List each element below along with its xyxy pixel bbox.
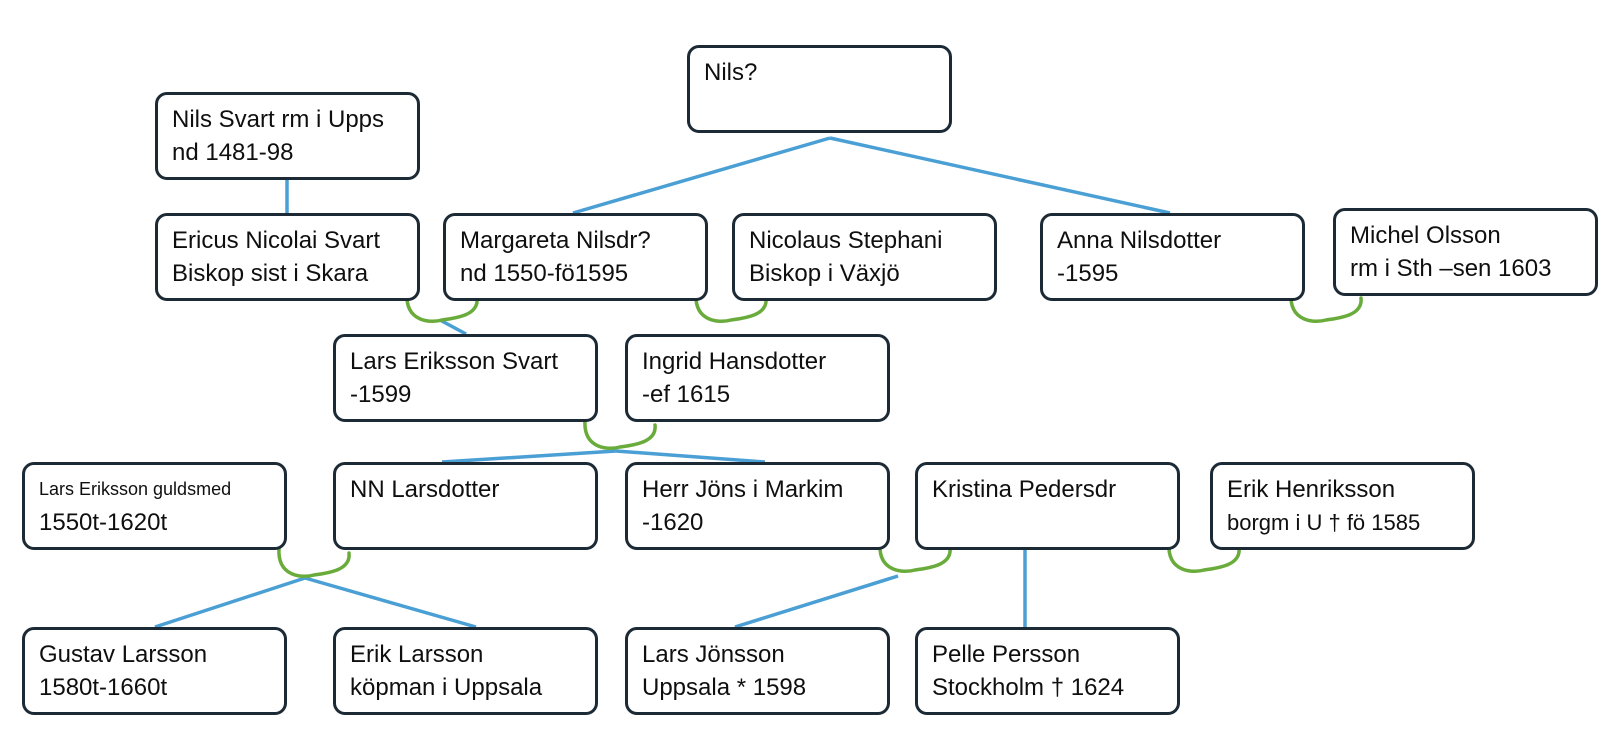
marriage-link-margareta-nicolaus <box>694 291 768 324</box>
person-detail: -ef 1615 <box>642 381 731 408</box>
person-detail: Uppsala * 1598 <box>642 674 807 701</box>
descent-line-nils-margareta <box>572 136 831 215</box>
person-box-margareta[interactable]: Margareta Nilsdr? nd 1550-fö1595 <box>443 213 708 301</box>
person-name: Herr Jöns i Markim <box>642 476 844 503</box>
person-name: Lars Eriksson guldsmed <box>39 479 232 499</box>
person-box-gustav[interactable]: Gustav Larsson 1580t-1660t <box>22 627 287 715</box>
person-box-lars-svart[interactable]: Lars Eriksson Svart -1599 <box>333 334 598 422</box>
person-box-ingrid[interactable]: Ingrid Hansdotter -ef 1615 <box>625 334 890 422</box>
person-name: Nils Svart rm i Upps <box>172 106 385 133</box>
person-detail: 1550t-1620t <box>39 509 168 536</box>
person-detail: -1595 <box>1057 260 1119 287</box>
person-detail: 1580t-1660t <box>39 674 168 701</box>
person-box-anna[interactable]: Anna Nilsdotter -1595 <box>1040 213 1305 301</box>
person-detail: -1620 <box>642 509 704 536</box>
descent-line-ericus-lars <box>439 318 467 336</box>
person-name: Ingrid Hansdotter <box>642 348 827 375</box>
descent-line-kristina-lars <box>734 574 899 629</box>
person-box-kristina[interactable]: Kristina Pedersdr <box>915 462 1180 550</box>
person-name: Pelle Persson <box>932 641 1081 668</box>
person-box-lars-jonsson[interactable]: Lars Jönsson Uppsala * 1598 <box>625 627 890 715</box>
marriage-link-anna-michel <box>1289 291 1363 324</box>
person-name: Gustav Larsson <box>39 641 208 668</box>
person-name: Lars Jönsson <box>642 641 785 668</box>
person-name: Ericus Nicolai Svart <box>172 227 381 254</box>
person-box-erik-henriksson[interactable]: Erik Henriksson borgm i U † fö 1585 <box>1210 462 1475 550</box>
person-box-nils[interactable]: Nils? <box>687 45 952 133</box>
person-detail: nd 1481-98 <box>172 139 294 166</box>
person-detail: Stockholm † 1624 <box>932 674 1125 701</box>
person-name: Kristina Pedersdr <box>932 476 1117 503</box>
marriage-link-ericus-margareta <box>405 291 479 324</box>
person-detail: borgm i U † fö 1585 <box>1227 510 1421 535</box>
descent-line-nils-anna <box>829 136 1171 215</box>
person-box-pelle[interactable]: Pelle Persson Stockholm † 1624 <box>915 627 1180 715</box>
person-box-michel[interactable]: Michel Olsson rm i Sth –sen 1603 <box>1333 208 1598 296</box>
marriage-link-jons-kristina <box>878 541 952 574</box>
person-name: Nicolaus Stephani <box>749 227 943 254</box>
person-detail: -1599 <box>350 381 412 408</box>
person-detail: nd 1550-fö1595 <box>460 260 629 287</box>
person-detail: Biskop sist i Skara <box>172 260 369 287</box>
person-box-erik-larsson[interactable]: Erik Larsson köpman i Uppsala <box>333 627 598 715</box>
descent-line-couple-nn <box>441 449 617 464</box>
marriage-link-lars-ingrid <box>583 418 657 451</box>
person-box-jons[interactable]: Herr Jöns i Markim -1620 <box>625 462 890 550</box>
person-box-ericus[interactable]: Ericus Nicolai Svart Biskop sist i Skara <box>155 213 420 301</box>
descent-line-couple-gustav <box>154 576 306 629</box>
person-detail: köpman i Uppsala <box>350 674 543 701</box>
person-name: Margareta Nilsdr? <box>460 227 651 254</box>
person-name: NN Larsdotter <box>350 476 500 503</box>
person-box-nils-svart[interactable]: Nils Svart rm i Upps nd 1481-98 <box>155 92 420 180</box>
person-name: Nils? <box>704 59 758 86</box>
person-name: Erik Henriksson <box>1227 476 1396 503</box>
marriage-link-lars-nn <box>277 546 351 579</box>
marriage-link-kristina-erik <box>1167 541 1241 574</box>
person-name: Anna Nilsdotter <box>1057 227 1222 254</box>
person-box-lars-guldsmed[interactable]: Lars Eriksson guldsmed 1550t-1620t <box>22 462 287 550</box>
person-detail: Biskop i Växjö <box>749 260 900 287</box>
person-box-nicolaus[interactable]: Nicolaus Stephani Biskop i Växjö <box>732 213 997 301</box>
person-name: Erik Larsson <box>350 641 484 668</box>
descent-line-couple-erik <box>304 576 477 629</box>
person-name: Lars Eriksson Svart <box>350 348 559 375</box>
descent-line-couple-jons <box>615 449 766 464</box>
person-detail: rm i Sth –sen 1603 <box>1350 255 1552 282</box>
person-name: Michel Olsson <box>1350 222 1501 249</box>
person-box-nn-larsdotter[interactable]: NN Larsdotter <box>333 462 598 550</box>
